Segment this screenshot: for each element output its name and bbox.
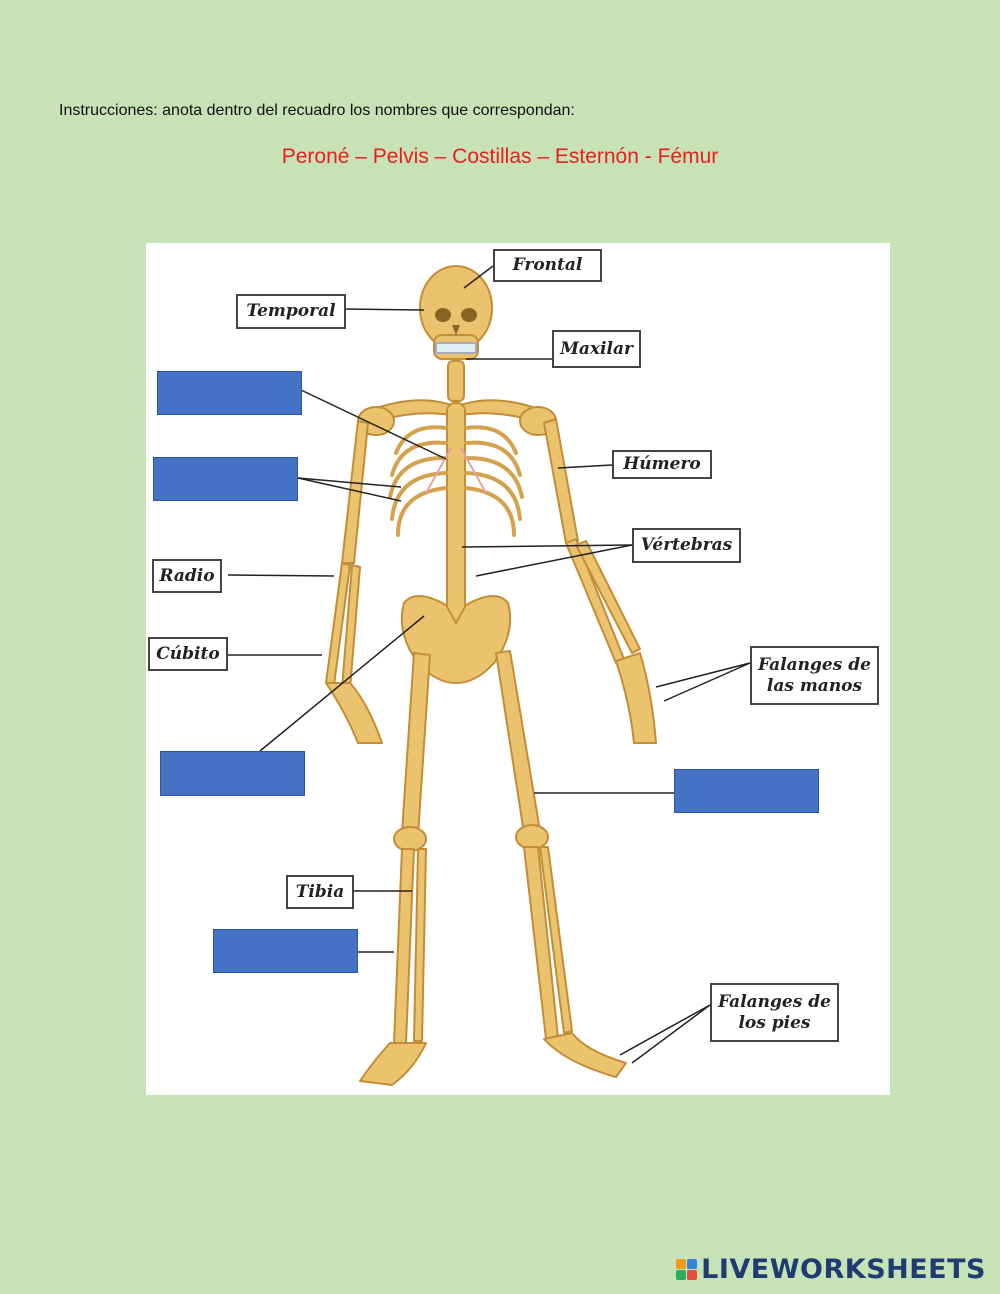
label-temporal: Temporal <box>236 294 346 329</box>
word-bank: Peroné – Pelvis – Costillas – Esternón -… <box>281 145 719 168</box>
answer-input-sternum[interactable] <box>158 372 301 414</box>
skeleton-icon <box>227 265 751 1086</box>
answer-box-fibula[interactable] <box>213 929 358 973</box>
answer-input-femur[interactable] <box>675 770 818 812</box>
instructions-text: Instrucciones: anota dentro del recuadro… <box>59 102 575 119</box>
label-falanges-pies: Falanges de los pies <box>710 983 839 1042</box>
liveworksheets-logo-icon <box>676 1259 698 1280</box>
logo-text: LIVEWORKSHEETS <box>701 1254 986 1285</box>
answer-box-sternum[interactable] <box>157 371 302 415</box>
answer-input-fibula[interactable] <box>214 930 357 972</box>
label-radio: Radio <box>152 559 222 593</box>
answer-box-ribs[interactable] <box>153 457 298 501</box>
label-cubito: Cúbito <box>148 637 228 671</box>
answer-box-femur[interactable] <box>674 769 819 813</box>
label-falanges-manos: Falanges de las manos <box>750 646 879 705</box>
answer-box-pelvis[interactable] <box>160 751 305 796</box>
label-maxilar: Maxilar <box>552 330 641 368</box>
label-tibia: Tibia <box>286 875 354 909</box>
answer-input-pelvis[interactable] <box>161 752 304 795</box>
liveworksheets-logo[interactable]: LIVEWORKSHEETS <box>676 1254 986 1285</box>
label-vertebras: Vértebras <box>632 528 741 563</box>
label-frontal: Frontal <box>493 249 602 282</box>
answer-input-ribs[interactable] <box>154 458 297 500</box>
label-humero: Húmero <box>612 450 712 479</box>
